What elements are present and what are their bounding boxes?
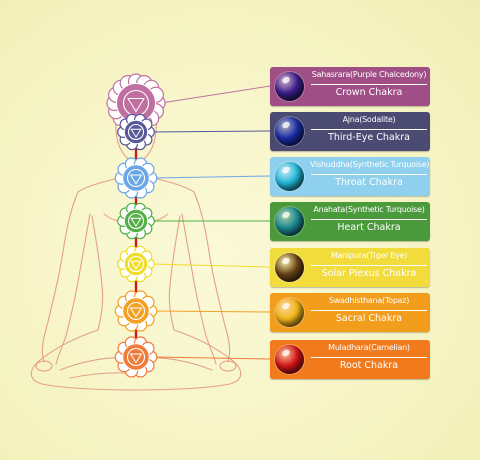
- stone-name: Swadhisthana(Topaz): [328, 296, 410, 305]
- connector-line-root: [152, 356, 271, 360]
- divider: [311, 265, 427, 266]
- divider: [311, 357, 427, 358]
- chakra-name: Solar Plexus Chakra: [321, 268, 417, 279]
- chakra-symbol-sacral: [114, 290, 158, 332]
- chakra-symbol-throat: [114, 157, 158, 199]
- chakra-name: Root Chakra: [339, 360, 399, 371]
- gem-icon: [275, 253, 304, 282]
- chakra-name: Third-Eye Chakra: [328, 132, 410, 143]
- stone-name: Muladhara(Carnelian): [328, 343, 410, 352]
- divider: [311, 129, 427, 130]
- stone-name: Vishuddha(Synthetic Turquoise): [310, 160, 430, 169]
- chakra-name: Crown Chakra: [335, 87, 403, 98]
- gem-icon: [275, 162, 304, 191]
- connector-line-throat: [152, 175, 271, 179]
- stone-name: Anahata(Synthetic Turquoise): [313, 205, 425, 214]
- divider: [311, 84, 427, 85]
- gem-icon: [275, 72, 304, 101]
- chakra-label-root: Muladhara(Carnelian) Root Chakra: [270, 340, 430, 379]
- gem-icon: [275, 117, 304, 146]
- divider: [311, 174, 427, 175]
- divider: [311, 219, 427, 220]
- connector-line-crown: [160, 85, 271, 104]
- stone-name: Ajna(Sodalite): [342, 115, 396, 124]
- stone-name: Manipura(Tiger Eye): [330, 251, 408, 260]
- connector-line-sacral: [152, 310, 271, 313]
- chakra-name: Sacral Chakra: [335, 313, 403, 324]
- chakra-label-sacral: Swadhisthana(Topaz) Sacral Chakra: [270, 293, 430, 332]
- stone-name: Sahasrara(Purple Chalcedony): [311, 70, 427, 79]
- chakra-name: Heart Chakra: [337, 222, 401, 233]
- chakra-name: Throat Chakra: [335, 177, 403, 188]
- connector-line-third-eye: [150, 130, 271, 133]
- connector-lines: [150, 85, 271, 360]
- chakra-label-crown: Sahasrara(Purple Chalcedony) Crown Chakr…: [270, 67, 430, 106]
- gem-icon: [275, 345, 304, 374]
- chakra-label-third-eye: Ajna(Sodalite) Third-Eye Chakra: [270, 112, 430, 151]
- chakra-symbol-root: [114, 336, 158, 378]
- chakra-symbol-solar-plexus: [117, 245, 155, 283]
- chakra-label-solar-plexus: Manipura(Tiger Eye) Solar Plexus Chakra: [270, 248, 430, 287]
- gem-icon: [275, 207, 304, 236]
- chakra-label-throat: Vishuddha(Synthetic Turquoise) Throat Ch…: [270, 157, 430, 196]
- chakra-label-heart: Anahata(Synthetic Turquoise) Heart Chakr…: [270, 202, 430, 241]
- chakra-symbol-heart: [117, 202, 155, 240]
- divider: [311, 310, 427, 311]
- gem-icon: [275, 298, 304, 327]
- connector-line-solar-plexus: [150, 263, 271, 268]
- chakra-symbol-third-eye: [117, 113, 155, 151]
- chakra-symbols: [106, 73, 166, 378]
